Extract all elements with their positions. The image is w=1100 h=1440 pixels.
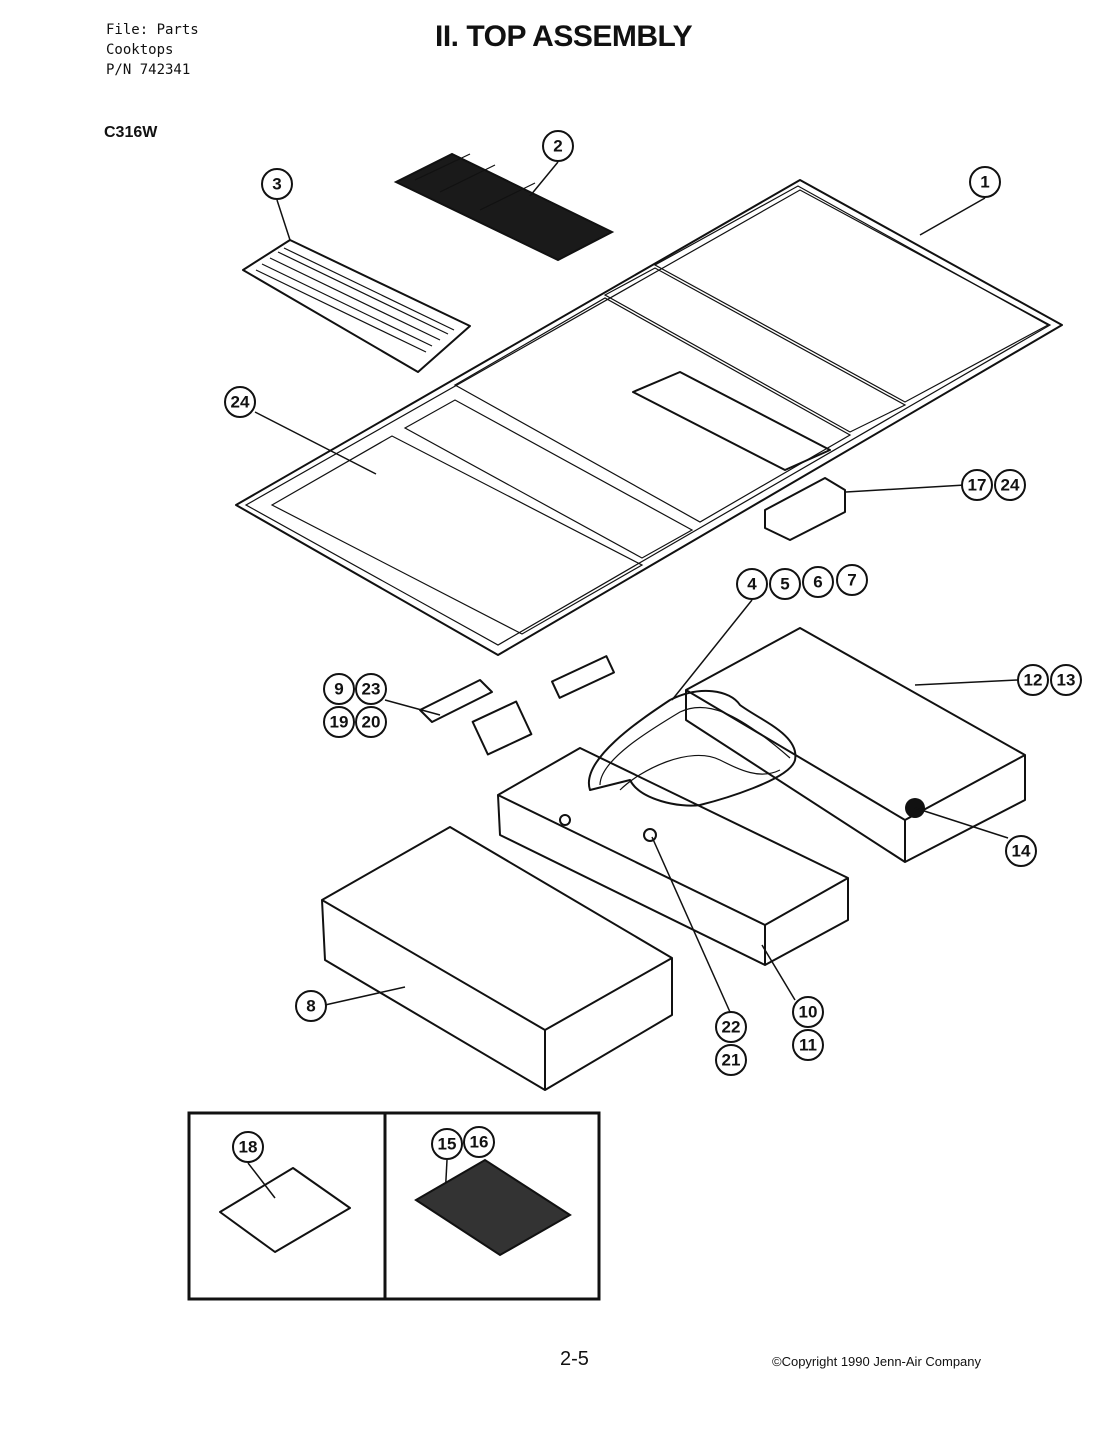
svg-text:9: 9 [334,680,343,699]
callout-5: 5 [769,568,801,600]
callout-12: 12 [1017,664,1049,696]
drip-pan-left-part [321,826,673,1091]
callout-6: 6 [802,566,834,598]
svg-text:24: 24 [1001,476,1020,495]
callout-22: 22 [715,1011,747,1043]
page-title: II. TOP ASSEMBLY [435,20,693,53]
svg-text:10: 10 [799,1003,818,1022]
svg-text:16: 16 [470,1133,489,1152]
callout-7: 7 [836,564,868,596]
svg-text:22: 22 [722,1018,741,1037]
junction-box-part [632,371,846,541]
callout-23: 23 [355,673,387,705]
callout-3: 3 [261,168,293,200]
svg-text:5: 5 [780,575,789,594]
svg-text:4: 4 [747,575,757,594]
svg-text:24: 24 [231,393,250,412]
svg-text:19: 19 [330,713,349,732]
svg-text:13: 13 [1057,671,1076,690]
svg-text:6: 6 [813,573,822,592]
callout-13: 13 [1050,664,1082,696]
terminal-bracket-part [419,679,533,756]
callout-4: 4 [736,568,768,600]
inset-accessories-box [187,1111,601,1301]
svg-text:11: 11 [799,1036,817,1055]
callout-18: 18 [232,1131,264,1163]
callout-16: 16 [463,1126,495,1158]
leader-lines [247,161,1019,1199]
callout-24-box: 24 [994,469,1026,501]
svg-text:1: 1 [980,173,989,192]
callout-15: 15 [431,1128,463,1160]
callout-1: 1 [969,166,1001,198]
svg-text:12: 12 [1024,671,1043,690]
callout-10: 10 [792,996,824,1028]
part-number-line: P/N 742341 [106,62,191,78]
callout-20: 20 [355,706,387,738]
svg-text:17: 17 [968,476,987,495]
grate-part [242,239,471,373]
top-frame-part [235,179,1063,656]
callout-8: 8 [295,990,327,1022]
svg-text:20: 20 [362,713,381,732]
callout-11: 11 [792,1029,824,1061]
model-number: C316W [104,124,158,141]
callout-14: 14 [1005,835,1037,867]
svg-text:8: 8 [306,997,315,1016]
svg-text:2: 2 [553,137,562,156]
heating-element-part [551,655,797,807]
page-number: 2-5 [560,1348,589,1370]
callout-17: 17 [961,469,993,501]
svg-text:3: 3 [272,175,281,194]
file-line: File: Parts [106,22,199,38]
drip-pan-middle-part [497,747,849,966]
callout-2: 2 [542,130,574,162]
svg-text:18: 18 [239,1138,258,1157]
copyright: ©Copyright 1990 Jenn-Air Company [772,1354,982,1369]
callout-21: 21 [715,1044,747,1076]
svg-text:15: 15 [438,1135,457,1154]
grill-grate-part [393,152,615,262]
svg-text:14: 14 [1012,842,1031,861]
callout-24-top: 24 [224,386,256,418]
svg-text:7: 7 [847,571,856,590]
callout-19: 19 [323,706,355,738]
svg-text:23: 23 [362,680,381,699]
category-line: Cooktops [106,42,174,58]
svg-text:21: 21 [722,1051,741,1070]
callout-9: 9 [323,673,355,705]
file-info: File: Parts Cooktops P/N 742341 [106,20,199,80]
